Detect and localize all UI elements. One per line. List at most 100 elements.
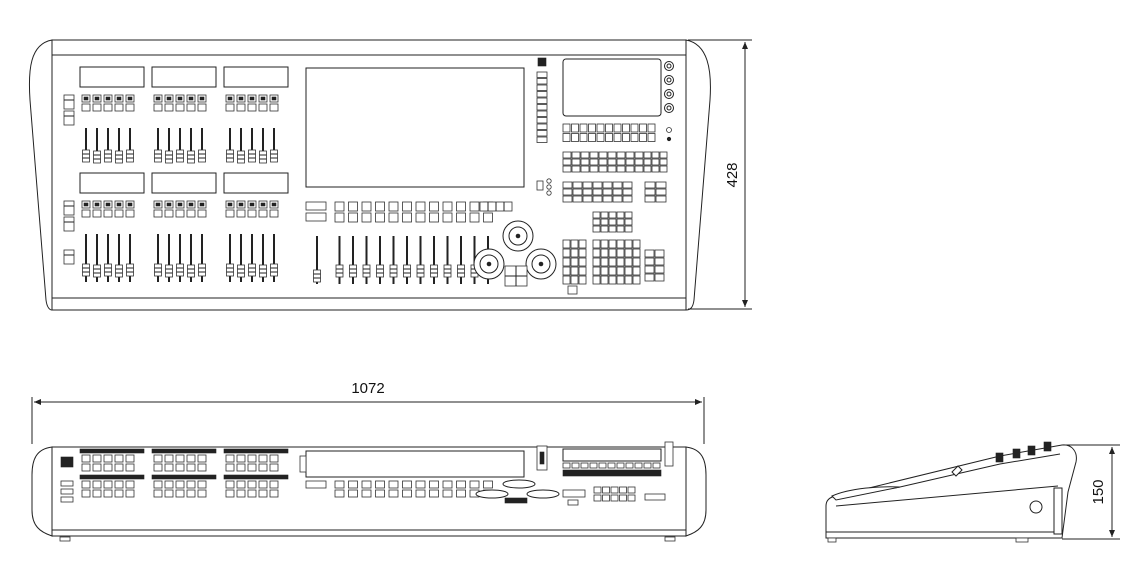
control-button[interactable] [269, 454, 279, 463]
control-button[interactable] [125, 103, 135, 112]
control-button[interactable] [186, 480, 196, 489]
control-button[interactable] [616, 151, 626, 159]
fader[interactable] [93, 234, 101, 282]
control-button[interactable] [644, 273, 655, 282]
control-button[interactable] [258, 489, 268, 498]
control-button[interactable] [572, 181, 583, 189]
fader[interactable] [176, 128, 184, 163]
control-button[interactable] [562, 165, 572, 173]
control-button[interactable] [588, 133, 596, 142]
control-button[interactable] [659, 151, 668, 159]
control-button[interactable] [655, 181, 667, 189]
control-button[interactable] [186, 463, 196, 472]
fader[interactable] [403, 236, 411, 284]
control-button[interactable] [630, 133, 639, 142]
control-button[interactable] [81, 480, 91, 489]
control-button[interactable] [654, 249, 665, 258]
control-button[interactable] [269, 480, 279, 489]
control-button[interactable] [415, 212, 426, 223]
control-button[interactable] [247, 463, 257, 472]
fader[interactable] [115, 128, 123, 164]
fader[interactable] [104, 234, 112, 282]
control-button[interactable] [153, 209, 163, 218]
control-button[interactable] [81, 463, 91, 472]
control-button[interactable] [415, 489, 426, 498]
control-button[interactable] [562, 239, 571, 249]
control-button[interactable] [582, 181, 593, 189]
control-button[interactable] [572, 195, 583, 203]
control-button[interactable] [600, 275, 609, 285]
control-button[interactable] [578, 257, 587, 267]
control-button[interactable] [600, 218, 609, 226]
control-button[interactable] [562, 266, 571, 276]
control-button[interactable] [651, 165, 660, 173]
control-button[interactable] [579, 123, 588, 133]
control-button[interactable] [483, 212, 493, 223]
control-button[interactable] [644, 188, 656, 196]
control-button[interactable] [164, 463, 174, 472]
control-button[interactable] [602, 195, 613, 203]
control-button[interactable] [624, 218, 633, 226]
control-button[interactable] [607, 158, 617, 166]
control-button[interactable] [659, 165, 668, 173]
control-button[interactable] [651, 158, 660, 166]
control-button[interactable] [103, 103, 113, 112]
control-button[interactable] [186, 454, 196, 463]
control-button[interactable] [361, 201, 372, 212]
control-button[interactable] [608, 275, 617, 285]
control-button[interactable] [442, 212, 453, 223]
control-button[interactable] [632, 257, 641, 267]
fader[interactable] [82, 234, 90, 282]
control-button[interactable] [125, 454, 135, 463]
control-button[interactable] [536, 71, 548, 78]
control-button[interactable] [375, 480, 385, 489]
control-button[interactable] [103, 480, 113, 489]
control-button[interactable] [624, 275, 633, 285]
control-button[interactable] [81, 489, 91, 498]
control-button[interactable] [114, 480, 124, 489]
control-button[interactable] [103, 454, 113, 463]
control-button[interactable] [469, 480, 480, 489]
fader[interactable] [187, 234, 195, 282]
control-button[interactable] [225, 463, 235, 472]
control-button[interactable] [247, 454, 257, 463]
control-button[interactable] [429, 489, 439, 498]
control-button[interactable] [580, 151, 590, 159]
control-button[interactable] [634, 462, 643, 469]
control-button[interactable] [608, 266, 617, 276]
control-button[interactable] [625, 151, 635, 159]
control-button[interactable] [197, 480, 207, 489]
control-button[interactable] [571, 123, 579, 133]
control-button[interactable] [588, 123, 596, 133]
control-button[interactable] [305, 201, 327, 211]
control-button[interactable] [570, 239, 579, 249]
control-button[interactable] [598, 462, 607, 469]
fader[interactable] [270, 234, 278, 282]
control-button[interactable] [654, 273, 665, 282]
control-button[interactable] [579, 133, 588, 142]
control-button[interactable] [361, 212, 372, 223]
control-button[interactable] [570, 275, 579, 285]
main-touch-screen[interactable] [305, 67, 525, 188]
control-button[interactable] [63, 110, 75, 126]
control-button[interactable] [103, 489, 113, 498]
control-button[interactable] [92, 463, 102, 472]
control-button[interactable] [456, 212, 466, 223]
control-button[interactable] [305, 212, 327, 222]
control-button[interactable] [536, 130, 548, 137]
control-button[interactable] [125, 489, 135, 498]
control-button[interactable] [225, 489, 235, 498]
control-button[interactable] [348, 480, 358, 489]
control-button[interactable] [572, 188, 583, 196]
control-button[interactable] [616, 225, 625, 233]
control-button[interactable] [305, 480, 327, 489]
control-button[interactable] [605, 133, 613, 142]
control-button[interactable] [639, 123, 647, 133]
control-button[interactable] [600, 257, 609, 267]
control-button[interactable] [269, 103, 279, 112]
control-button[interactable] [197, 463, 207, 472]
fader[interactable] [362, 236, 371, 284]
control-button[interactable] [175, 489, 185, 498]
control-button[interactable] [592, 248, 601, 258]
control-button[interactable] [258, 463, 268, 472]
